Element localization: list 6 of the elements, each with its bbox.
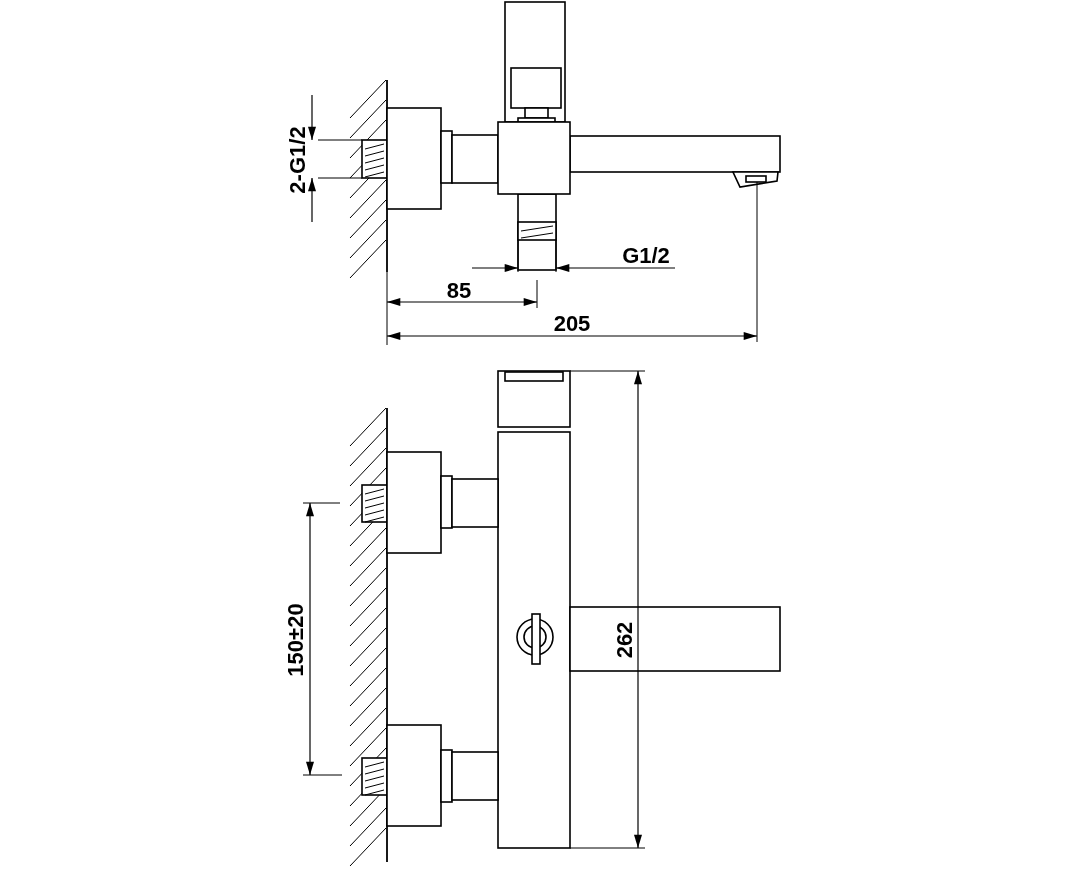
dimension-label: 205 [553,313,591,335]
dimension-label: 262 [614,621,636,659]
dimension-label: 85 [446,280,472,302]
dimension-label: 2-G1/2 [287,126,309,194]
dimension-label: G1/2 [622,245,670,267]
dimension-label: 150±20 [285,603,307,677]
